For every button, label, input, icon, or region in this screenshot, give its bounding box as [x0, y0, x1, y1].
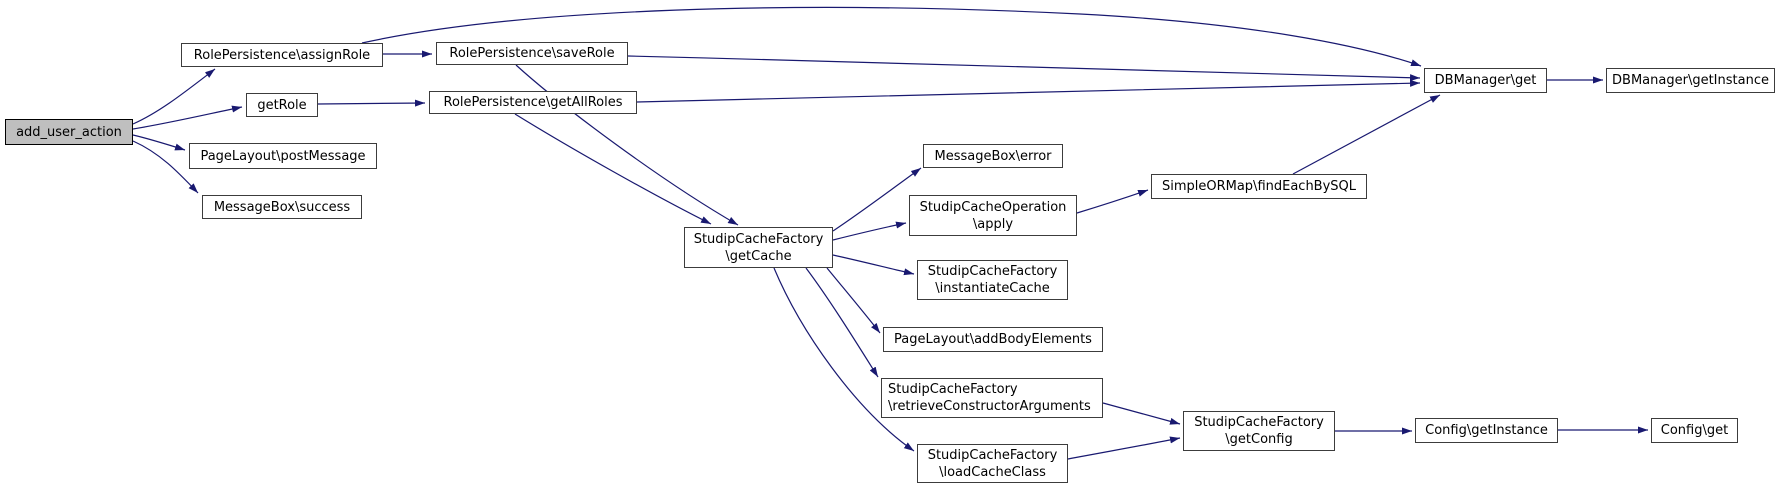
node-config-get[interactable]: Config\get [1651, 418, 1738, 443]
node-pagelayout-addbodyelements[interactable]: PageLayout\addBodyElements [883, 327, 1103, 352]
edge-studipcachefactory-retrieveconstructorarguments-to-studipcachefactory-getconfig [1102, 402, 1181, 425]
node-rolepersistence-saverole[interactable]: RolePersistence\saveRole [436, 42, 628, 65]
node-rolepersistence-assignrole[interactable]: RolePersistence\assignRole [181, 43, 383, 67]
edge-rolepersistence-assignrole-to-dbmanager-get [361, 6, 1422, 67]
node-messagebox-error[interactable]: MessageBox\error [923, 144, 1063, 168]
node-studipcachefactory-instantiatecache[interactable]: StudipCacheFactory \instantiateCache [917, 260, 1068, 300]
node-messagebox-success[interactable]: MessageBox\success [202, 195, 362, 219]
node-label: StudipCacheFactory [693, 231, 824, 247]
node-label: SimpleORMap\findEachBySQL [1161, 179, 1357, 194]
edge-simpleormap-findeachbysql-to-dbmanager-get [1292, 94, 1441, 175]
edge-add-user-action-to-rolepersistence-assignrole [132, 68, 216, 125]
node-rolepersistence-getallroles[interactable]: RolePersistence\getAllRoles [429, 91, 637, 114]
node-label: getRole [257, 97, 307, 113]
node-label: PageLayout\addBodyElements [894, 332, 1092, 347]
node-label: \getCache [725, 248, 792, 264]
node-label: DBManager\get [1434, 73, 1537, 88]
node-label: add_user_action [16, 124, 122, 140]
node-label: PageLayout\postMessage [200, 148, 366, 164]
edge-rolepersistence-saverole-to-dbmanager-get [627, 55, 1421, 82]
edge-add-user-action-to-getrole [132, 105, 243, 130]
node-config-getinstance[interactable]: Config\getInstance [1415, 418, 1558, 443]
node-label: \retrieveConstructorArguments [888, 399, 1091, 414]
node-label: StudipCacheFactory [888, 382, 1018, 397]
node-label: Config\get [1660, 423, 1729, 438]
node-label: StudipCacheFactory [927, 264, 1058, 279]
edge-add-user-action-to-pagelayout-postmessage [132, 134, 186, 151]
node-label: StudipCacheOperation [919, 199, 1067, 215]
node-studipcachefactory-getconfig[interactable]: StudipCacheFactory \getConfig [1183, 411, 1335, 451]
edge-studipcachefactory-loadcacheclass-to-studipcachefactory-getconfig [1067, 436, 1181, 460]
edge-studipcachefactory-getcache-to-studipcacheoperation-apply [832, 221, 907, 241]
node-simpleormap-findeachbysql[interactable]: SimpleORMap\findEachBySQL [1151, 174, 1367, 199]
edge-add-user-action-to-messagebox-success [132, 140, 199, 194]
node-getrole[interactable]: getRole [246, 93, 318, 117]
edge-studipcachefactory-getcache-to-studipcachefactory-loadcacheclass [773, 267, 915, 452]
node-label: StudipCacheFactory [1194, 415, 1324, 430]
node-label: \loadCacheClass [939, 464, 1046, 480]
node-studipcachefactory-retrieveconstructorarguments[interactable]: StudipCacheFactory \retrieveConstructorAr… [881, 378, 1103, 418]
edge-rolepersistence-getallroles-to-dbmanager-get [636, 79, 1421, 103]
node-label: RolePersistence\saveRole [449, 46, 615, 61]
node-label: RolePersistence\assignRole [193, 47, 371, 63]
node-pagelayout-postmessage[interactable]: PageLayout\postMessage [189, 143, 377, 169]
edge-studipcachefactory-getcache-to-studipcachefactory-retrieveconstructorarguments [805, 267, 879, 378]
edge-rolepersistence-saverole-to-studipcachefactory-getcache [515, 64, 739, 226]
edge-studipcachefactory-getcache-to-messagebox-error [832, 167, 922, 232]
node-label: \instantiateCache [935, 281, 1050, 296]
node-label: \getConfig [1225, 432, 1293, 447]
node-label: RolePersistence\getAllRoles [443, 95, 623, 110]
edge-studipcachefactory-getcache-to-studipcachefactory-instantiatecache [832, 254, 915, 276]
edge-rolepersistence-getallroles-to-studipcachefactory-getcache [514, 113, 712, 225]
edge-getrole-to-rolepersistence-getallroles [317, 99, 426, 107]
node-studipcachefactory-loadcacheclass[interactable]: StudipCacheFactory\loadCacheClass [917, 444, 1068, 483]
node-label: MessageBox\error [934, 148, 1052, 164]
node-dbmanager-getinstance[interactable]: DBManager\getInstance [1606, 68, 1775, 93]
node-add-user-action: add_user_action [5, 119, 133, 145]
node-dbmanager-get[interactable]: DBManager\get [1424, 68, 1547, 93]
node-label: \apply [972, 216, 1014, 232]
node-studipcacheoperation-apply[interactable]: StudipCacheOperation\apply [909, 195, 1077, 236]
node-studipcachefactory-getcache[interactable]: StudipCacheFactory\getCache [684, 227, 833, 268]
edge-studipcacheoperation-apply-to-simpleormap-findeachbysql [1076, 189, 1149, 214]
node-label: DBManager\getInstance [1612, 73, 1769, 88]
node-label: MessageBox\success [213, 199, 351, 215]
node-label: Config\getInstance [1425, 423, 1548, 438]
edge-studipcachefactory-getcache-to-pagelayout-addbodyelements [826, 267, 881, 334]
node-label: StudipCacheFactory [927, 447, 1058, 463]
